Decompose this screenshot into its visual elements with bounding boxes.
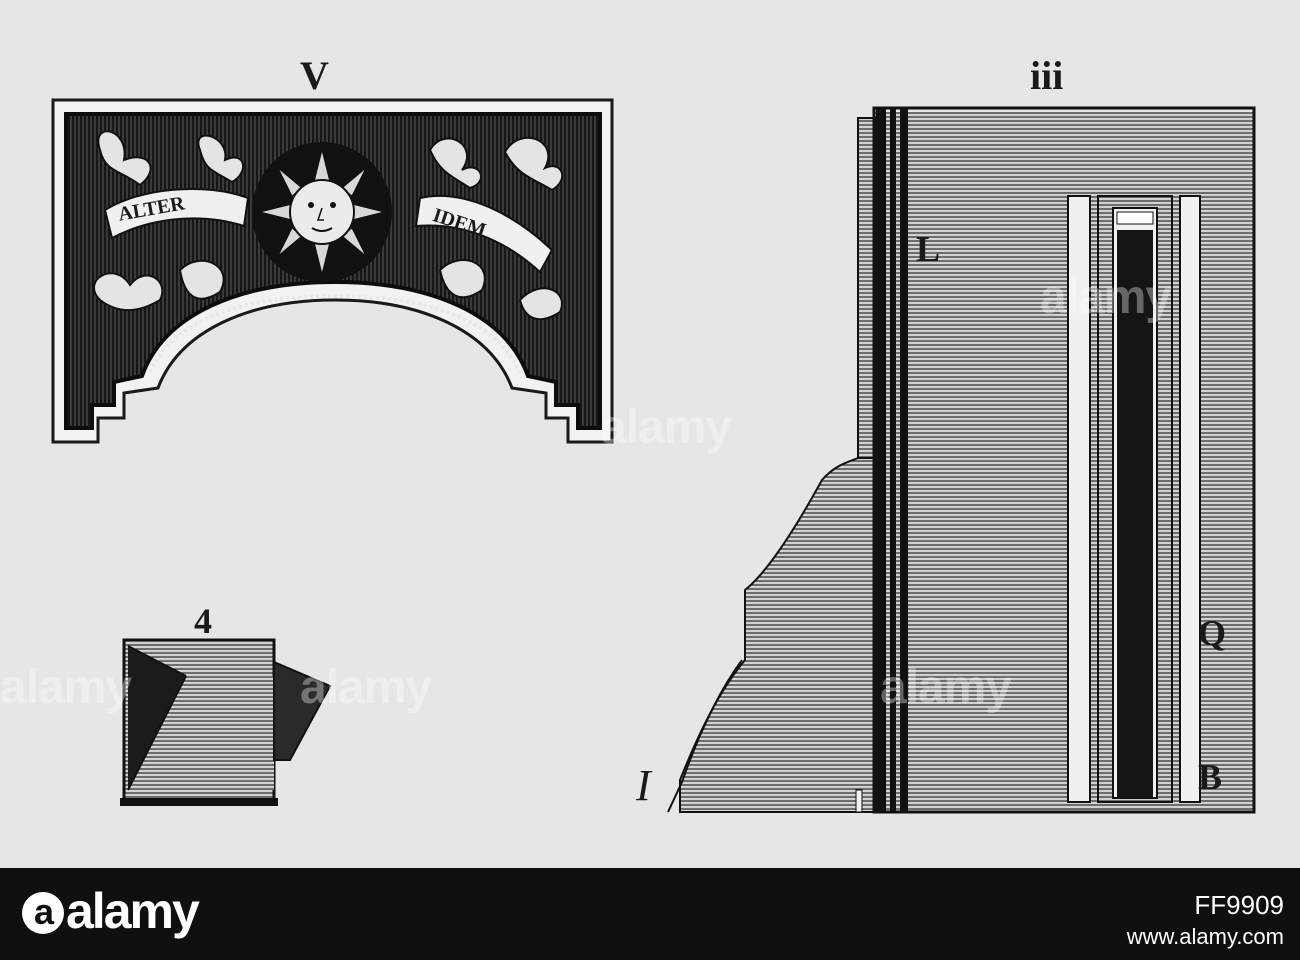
scroll-ribbon-left (103, 187, 250, 240)
letter-l-label: L (916, 229, 941, 269)
figure-v-panel (51, 98, 614, 444)
figure-iii-label: iii (1030, 53, 1064, 98)
site-url-link[interactable]: www.alamy.com (1126, 924, 1284, 949)
letter-i-label: I (636, 761, 651, 810)
letter-q-label: Q (1198, 613, 1227, 653)
acanthus-leaf-ornaments (93, 130, 564, 321)
engraving-art (51, 98, 1256, 814)
image-id-text: FF9909 (1194, 890, 1284, 920)
alamy-logo-mark: a (22, 892, 64, 934)
sun-face-medallion (252, 142, 392, 282)
figure-4-label: 4 (194, 601, 212, 641)
letter-b-label: B (1198, 757, 1223, 797)
engraving-plate: V iii 4 ALTER IDEM L Q I B alamy alamy a… (51, 53, 1256, 814)
figure-v-label: V (300, 53, 329, 98)
figure-iii-elevation (667, 106, 1256, 814)
scroll-ribbon-right (414, 194, 554, 274)
alamy-logo-text: alamy (66, 883, 200, 939)
figure-4-block (120, 638, 332, 806)
